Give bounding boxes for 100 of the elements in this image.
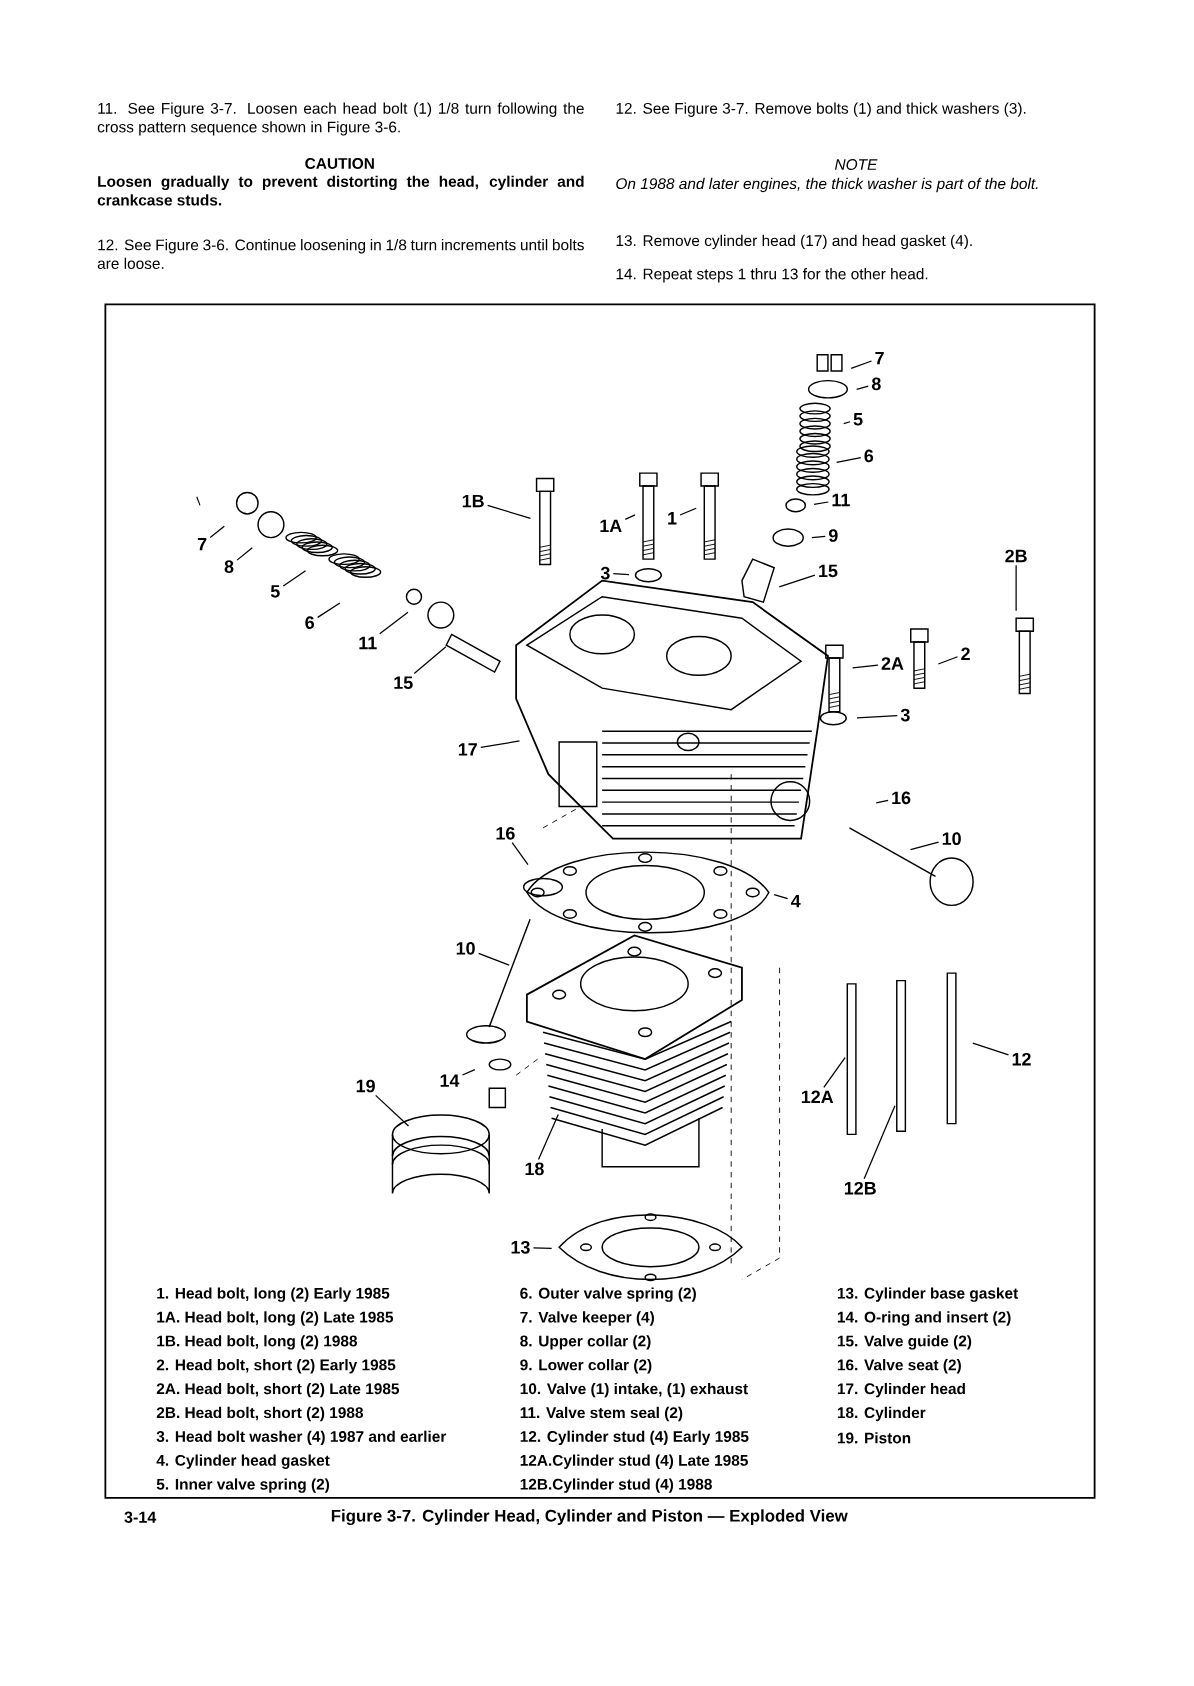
leader-line [856, 385, 870, 390]
callout-number: 2 [961, 647, 971, 660]
paragraph: Loosen gradually to prevent distorting the head, cylinder and crankcase studs. [97, 175, 584, 206]
callout-number: 14 [440, 1074, 460, 1087]
callout-number: 12A [802, 1090, 834, 1104]
legend-entry: 12A.Cylinder stud (4) Late 1985 [520, 1454, 749, 1469]
legend-entry: 2. Head bolt, short (2) Early 1985 [157, 1359, 396, 1374]
leader-line [823, 1057, 846, 1089]
callout-number: 7 [198, 537, 207, 551]
paragraph: On 1988 and later engines, the thick washer is part of the bolt. [616, 177, 1038, 193]
callout-number: 5 [271, 585, 280, 598]
leader-line [1015, 564, 1017, 612]
heading: NOTE [835, 159, 878, 170]
legend-entry: 11. Valve stem seal (2) [520, 1406, 683, 1422]
callout-number: 19 [357, 1079, 376, 1093]
leader-line [850, 360, 873, 369]
leader-line [778, 574, 816, 588]
leader-line [972, 1042, 1010, 1056]
callout-number: 2A [881, 657, 904, 670]
leader-line [937, 656, 959, 665]
paragraph: 12. See Figure 3-7. Remove bolts (1) and thick washers (3). [616, 102, 1026, 117]
callout-number: 3 [601, 566, 610, 580]
callout-number: 1 [668, 512, 677, 525]
leader-line [773, 894, 789, 900]
leader-line [379, 611, 409, 635]
leader-line [679, 507, 698, 516]
legend-entry: 1. Head bolt, long (2) Early 1985 [157, 1287, 390, 1302]
callout-number: 6 [305, 616, 315, 629]
callout-number: 7 [875, 351, 884, 365]
paragraph: 14. Repeat steps 1 thru 13 for the other head. [616, 268, 928, 283]
callout-number: 4 [791, 894, 801, 908]
leader-line [375, 1094, 410, 1127]
leader-line [480, 740, 521, 748]
legend-entry: 17. Cylinder head [838, 1382, 966, 1398]
leader-line [875, 799, 889, 804]
callout-number: 12 [1012, 1052, 1031, 1066]
leader-line [843, 421, 851, 425]
legend-entry: 2A. Head bolt, short (2) Late 1985 [157, 1382, 400, 1398]
leader-line [511, 842, 529, 866]
paragraph: 11. See Figure 3-7. Loosen each head bolt (1) 1/8 turn following the cross pattern sequence shown in Figure 3-6. [98, 102, 585, 136]
legend-entry: 14. O-ring and insert (2) [838, 1311, 1011, 1326]
legend-entry: 3. Head bolt washer (4) 1987 and earlier [156, 1430, 447, 1446]
leader-line [856, 714, 899, 719]
callout-number: 13 [511, 1240, 530, 1254]
leader-line [317, 602, 341, 618]
leader-line [478, 952, 510, 966]
callout-number: 2B [1005, 549, 1027, 563]
leader-line [836, 456, 862, 463]
callout-number: 3 [901, 708, 910, 722]
callout-number: 8 [224, 560, 234, 573]
legend-entry: 1A. Head bolt, long (2) Late 1985 [157, 1311, 394, 1326]
legend-entry: 4. Cylinder head gasket [156, 1454, 330, 1469]
legend-entry: 16. Valve seat (2) [838, 1359, 962, 1374]
heading: CAUTION [305, 158, 375, 169]
legend-entry: 6. Outer valve spring (2) [520, 1287, 697, 1302]
leader-line [613, 573, 630, 576]
legend-entry: 9. Lower collar (2) [520, 1359, 652, 1374]
legend-entry: 12. Cylinder stud (4) Early 1985 [520, 1430, 749, 1446]
legend-entry: 7. Valve keeper (4) [520, 1311, 655, 1326]
leader-line [487, 504, 532, 519]
legend-entry: 12B.Cylinder stud (4) 1988 [520, 1478, 713, 1493]
figure-caption: Figure 3-7. Cylinder Head, Cylinder and Piston — Exploded View [332, 1509, 849, 1526]
legend-entry: 8. Upper collar (2) [520, 1335, 651, 1350]
callout-number: 8 [872, 377, 881, 391]
callout-number: 15 [394, 676, 413, 690]
legend-entry: 5. Inner valve spring (2) [157, 1478, 330, 1493]
callout-number: 1A [600, 519, 622, 532]
callout-number: 1B [463, 494, 484, 508]
leader-line [811, 535, 827, 539]
callout-number: 11 [359, 636, 377, 650]
callout-number: 12B [845, 1181, 877, 1195]
leader-line [462, 1069, 476, 1076]
callout-number: 10 [457, 942, 476, 955]
legend-entry: 2B. Head bolt, short (2) 1988 [157, 1406, 364, 1422]
callout-number: 15 [819, 564, 838, 578]
leader-line [852, 664, 879, 669]
callout-number: 9 [829, 529, 838, 542]
leader-line [624, 514, 636, 520]
callout-number: 16 [892, 791, 911, 805]
leader-line [538, 1113, 560, 1161]
page-number: 3-14 [124, 1511, 157, 1523]
legend-entry: 15. Valve guide (2) [838, 1335, 972, 1350]
callout-number: 5 [853, 413, 863, 426]
callout-number: 11 [832, 493, 851, 507]
leader-line [413, 646, 447, 675]
leader-line [282, 570, 307, 587]
callout-number: 17 [459, 743, 478, 756]
leader-line [236, 547, 254, 561]
leader-line [813, 501, 830, 505]
legend-entry: 1B. Head bolt, long (2) 1988 [157, 1335, 358, 1350]
leader-line [209, 525, 226, 539]
callout-number: 18 [525, 1162, 545, 1176]
callout-number: 10 [943, 832, 962, 846]
paragraph: 13. Remove cylinder head (17) and head gasket (4). [616, 234, 972, 250]
leader-line [533, 1247, 553, 1249]
legend-entry: 13. Cylinder base gasket [838, 1287, 1019, 1302]
legend-entry: 18. Cylinder [838, 1406, 926, 1422]
leader-line [863, 1105, 896, 1180]
legend-entry: 10. Valve (1) intake, (1) exhaust [520, 1382, 749, 1398]
leader-line [910, 841, 940, 851]
